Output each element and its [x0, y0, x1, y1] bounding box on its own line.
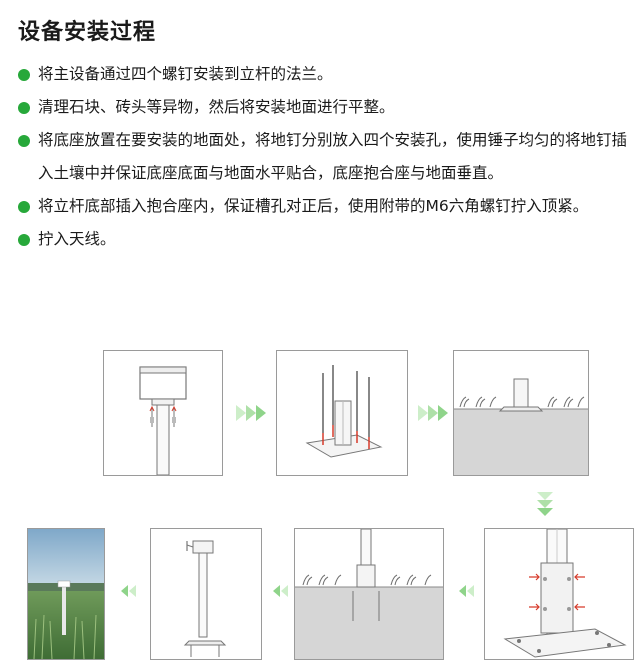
step-item: 清理石块、砖头等异物，然后将安装地面进行平整。 [18, 91, 636, 124]
installed-pole-ground-icon [295, 529, 443, 659]
arrow-left-icon [266, 583, 290, 603]
step-text: 将主设备通过四个螺钉安装到立杆的法兰。 [38, 65, 333, 83]
step-text: 将底座放置在要安装的地面处，将地钉分别放入四个安装孔，使用锤子均匀的将地钉插入土… [38, 131, 628, 182]
step-text: 清理石块、砖头等异物，然后将安装地面进行平整。 [38, 98, 395, 116]
step-item: 将底座放置在要安装的地面处，将地钉分别放入四个安装孔，使用锤子均匀的将地钉插入土… [18, 124, 636, 190]
bullet-dot-icon [18, 234, 30, 246]
diagram-panel-antenna [150, 528, 262, 660]
page-title: 设备安装过程 [18, 20, 157, 45]
step-item: 拧入天线。 [18, 223, 636, 256]
arrow-right-icon [416, 401, 452, 429]
base-with-ground-nails-icon [305, 365, 383, 458]
arrow-left-icon [452, 583, 476, 603]
base-on-ground-icon [454, 378, 588, 475]
installation-steps-list: 将主设备通过四个螺钉安装到立杆的法兰。 清理石块、砖头等异物，然后将安装地面进行… [18, 58, 636, 256]
field-photo [27, 528, 105, 660]
diagram-panel-installed [294, 528, 444, 660]
bullet-dot-icon [18, 201, 30, 213]
arrow-down-icon [533, 490, 557, 524]
diagram-panel-base-ground [453, 350, 589, 476]
device-on-pole-icon [139, 366, 187, 475]
bullet-dot-icon [18, 69, 30, 81]
step-item: 将主设备通过四个螺钉安装到立杆的法兰。 [18, 58, 636, 91]
step-item: 将立杆底部插入抱合座内，保证槽孔对正后，使用附带的M6六角螺钉拧入顶紧。 [18, 190, 636, 223]
bullet-dot-icon [18, 102, 30, 114]
arrow-right-icon [234, 401, 270, 429]
field-photo-icon [28, 529, 104, 659]
pole-in-base-bolts-icon [503, 529, 627, 658]
arrow-left-icon [114, 583, 138, 603]
bullet-dot-icon [18, 135, 30, 147]
diagram-panel-device-mount [103, 350, 223, 476]
pole-with-antenna-icon [183, 540, 227, 657]
diagram-panel-base-nails [276, 350, 408, 476]
diagram-panel-pole-bolts [484, 528, 634, 660]
step-text: 将立杆底部插入抱合座内，保证槽孔对正后，使用附带的M6六角螺钉拧入顶紧。 [38, 197, 589, 215]
step-text: 拧入天线。 [38, 230, 116, 248]
